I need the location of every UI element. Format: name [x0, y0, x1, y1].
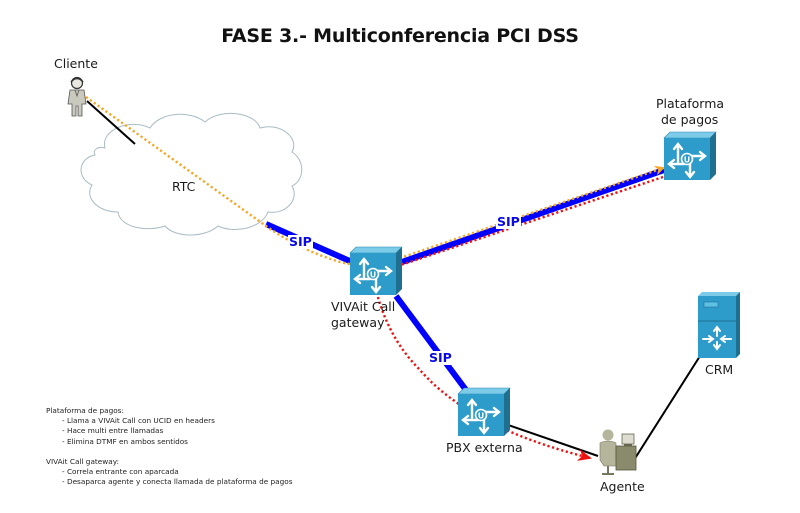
plataforma-label-line1: Plataforma: [656, 96, 725, 111]
notes-block: Plataforma de pagos: - Llama a VIVAit Ca…: [46, 406, 293, 487]
pbx-router-icon: U: [457, 387, 511, 436]
note-item: - Elimina DTMF en ambos sentidos: [62, 436, 188, 446]
sip-label-gateway-pbx: SIP: [428, 350, 453, 365]
notes-heading-plataforma: Plataforma de pagos:: [46, 406, 124, 415]
svg-text:U: U: [684, 156, 691, 165]
pbx-label: PBX externa: [446, 440, 523, 455]
rtc-cloud-icon: [80, 112, 303, 236]
sip-label-rtc-gateway: SIP: [288, 234, 313, 249]
sip-link-gateway-plataforma: [401, 167, 665, 265]
sip-label-gateway-plataforma: SIP: [496, 214, 521, 229]
agente-workstation-icon: [599, 429, 637, 475]
link-cliente-rtc: [86, 100, 136, 145]
gateway-router-icon: U: [349, 246, 403, 295]
plataforma-label-line2: de pagos: [661, 112, 719, 127]
cliente-person-icon: [67, 76, 87, 117]
crm-label: CRM: [705, 362, 734, 377]
notes-heading-gateway: VIVAit Call gateway:: [46, 456, 119, 466]
cliente-label: Cliente: [54, 56, 98, 71]
link-agente-crm: [633, 355, 701, 461]
svg-text:U: U: [478, 412, 485, 421]
note-item: - Correla entrante con aparcada: [62, 467, 179, 477]
note-item: - Hace multi entre llamadas: [62, 426, 164, 436]
note-item: - Llama a VIVAit Call con UCID en header…: [62, 416, 215, 426]
gateway-label-line1: VIVAit Call: [331, 299, 396, 314]
diagram-title: FASE 3.- Multiconferencia PCI DSS: [221, 25, 579, 47]
rtc-label: RTC: [172, 179, 196, 194]
svg-text:U: U: [370, 271, 377, 280]
plataforma-router-icon: U: [663, 131, 717, 180]
agente-label: Agente: [600, 479, 645, 494]
crm-server-icon: [698, 292, 740, 358]
gateway-label-line2: gateway: [331, 315, 385, 330]
note-item: - Desaparca agente y conecta llamada de …: [62, 477, 293, 487]
sip-link-gateway-pbx: [393, 294, 469, 392]
client-call-flow: [85, 96, 665, 267]
